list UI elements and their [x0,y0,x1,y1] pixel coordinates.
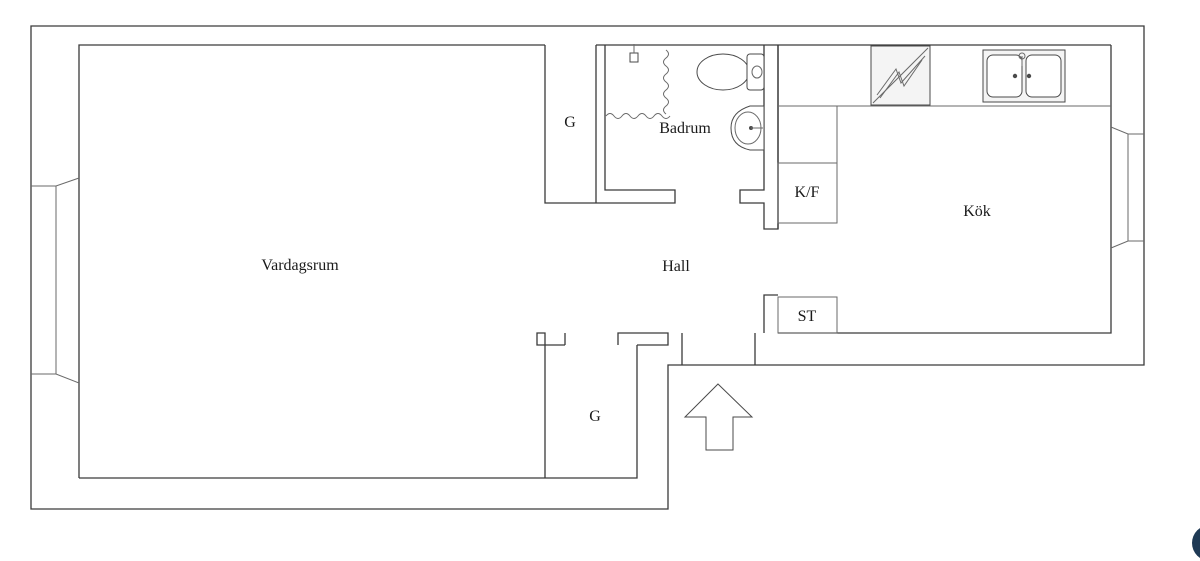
room-label-bathroom: Badrum [659,120,711,137]
wardrobe-bottom [536,332,669,479]
window-left [31,177,80,384]
label-storage: ST [798,308,817,325]
entrance-arrow-icon [683,383,754,451]
window-right [1110,126,1144,249]
label-fridge-freezer: K/F [795,184,820,201]
wardrobe-top [544,45,597,204]
kitchen-sink-icon [982,49,1066,103]
storage-cabinet [763,294,838,334]
room-label-living-room: Vardagsrum [261,257,339,274]
corner-widget[interactable] [1192,525,1200,561]
toilet-icon [696,53,765,91]
room-label-kitchen: Kök [963,203,991,220]
fridge-freezer-cabinet [777,162,838,224]
kitchen-counter [778,105,1111,224]
stove-icon [870,45,931,106]
washbasin-icon [730,105,765,151]
label-wardrobe-top: G [564,114,576,131]
room-label-hall: Hall [662,258,690,275]
label-wardrobe-bottom: G [589,408,601,425]
outer-walls [30,25,1145,510]
shower-curtain-icon [605,44,671,119]
